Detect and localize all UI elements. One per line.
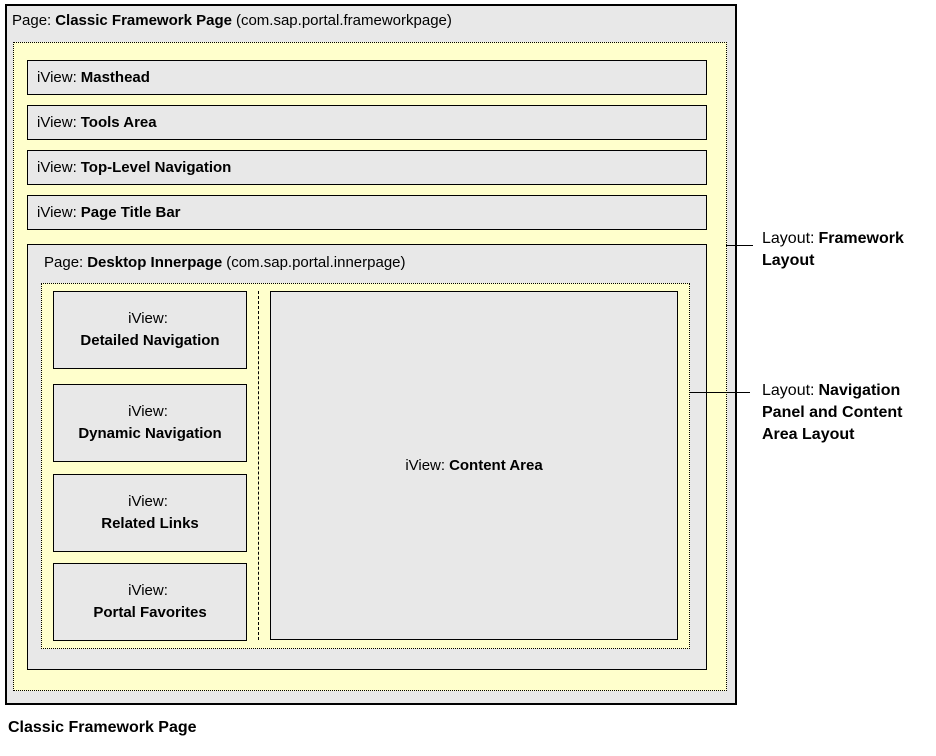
framework-page-title-name: Classic Framework Page xyxy=(55,12,232,29)
annotation-framework-layout-name: Framework Layout xyxy=(762,230,904,269)
framework-layout-area: iView:Masthead iView:Tools Area iView:To… xyxy=(13,42,727,691)
annotation-framework-layout: Layout:Framework Layout xyxy=(762,228,932,272)
iview-masthead-name: Masthead xyxy=(80,69,150,86)
innerpage-title-suffix: (com.sap.portal.innerpage) xyxy=(226,254,406,271)
framework-page-box: Page:Classic Framework Page(com.sap.port… xyxy=(5,4,737,705)
innerpage-title: Page:Desktop Innerpage(com.sap.portal.in… xyxy=(44,254,406,271)
iview-detailed-navigation-prefix: iView: xyxy=(128,310,168,327)
iview-portal-favorites-name: Portal Favorites xyxy=(93,604,207,621)
innerpage-title-name: Desktop Innerpage xyxy=(87,254,223,271)
iview-page-title-bar-name: Page Title Bar xyxy=(80,204,181,221)
iview-content-area: iView:Content Area xyxy=(270,291,678,640)
desktop-innerpage-box: Page:Desktop Innerpage(com.sap.portal.in… xyxy=(27,244,707,670)
iview-page-title-bar: iView:Page Title Bar xyxy=(27,195,707,230)
iview-related-links-prefix: iView: xyxy=(128,493,168,510)
iview-portal-favorites-prefix: iView: xyxy=(128,582,168,599)
iview-dynamic-navigation-name: Dynamic Navigation xyxy=(78,425,222,442)
navigation-content-layout-area: iView: Detailed Navigation iView: Dynami… xyxy=(41,283,690,649)
iview-portal-favorites: iView: Portal Favorites xyxy=(53,563,247,641)
annotation-navigation-panel-layout: Layout:Navigation Panel and Content Area… xyxy=(762,380,932,446)
iview-related-links: iView: Related Links xyxy=(53,474,247,552)
iview-content-area-name: Content Area xyxy=(449,457,543,474)
iview-detailed-navigation-name: Detailed Navigation xyxy=(80,332,220,349)
framework-layout-connector-line xyxy=(726,245,753,246)
framework-page-title-prefix: Page: xyxy=(12,12,52,29)
iview-dynamic-navigation-prefix: iView: xyxy=(128,403,168,420)
iview-detailed-navigation: iView: Detailed Navigation xyxy=(53,291,247,369)
iview-top-level-navigation-prefix: iView: xyxy=(37,159,77,176)
annotation-framework-layout-prefix: Layout: xyxy=(762,230,815,247)
framework-page-title-suffix: (com.sap.portal.frameworkpage) xyxy=(235,12,452,29)
iview-top-level-navigation: iView:Top-Level Navigation xyxy=(27,150,707,185)
annotation-navigation-panel-layout-prefix: Layout: xyxy=(762,382,815,399)
iview-dynamic-navigation: iView: Dynamic Navigation xyxy=(53,384,247,462)
navigation-panel-layout-connector-line xyxy=(690,392,750,393)
panel-content-divider xyxy=(258,291,259,640)
iview-tools-area: iView:Tools Area xyxy=(27,105,707,140)
iview-page-title-bar-prefix: iView: xyxy=(37,204,77,221)
iview-tools-area-prefix: iView: xyxy=(37,114,77,131)
diagram-caption: Classic Framework Page xyxy=(8,719,197,736)
iview-top-level-navigation-name: Top-Level Navigation xyxy=(80,159,232,176)
framework-page-title: Page:Classic Framework Page(com.sap.port… xyxy=(12,12,452,29)
innerpage-title-prefix: Page: xyxy=(44,254,84,271)
iview-masthead-prefix: iView: xyxy=(37,69,77,86)
iview-tools-area-name: Tools Area xyxy=(80,114,157,131)
annotation-navigation-panel-layout-name: Navigation Panel and Content Area Layout xyxy=(762,382,903,443)
iview-content-area-prefix: iView: xyxy=(405,457,446,474)
iview-related-links-name: Related Links xyxy=(101,515,199,532)
iview-masthead: iView:Masthead xyxy=(27,60,707,95)
